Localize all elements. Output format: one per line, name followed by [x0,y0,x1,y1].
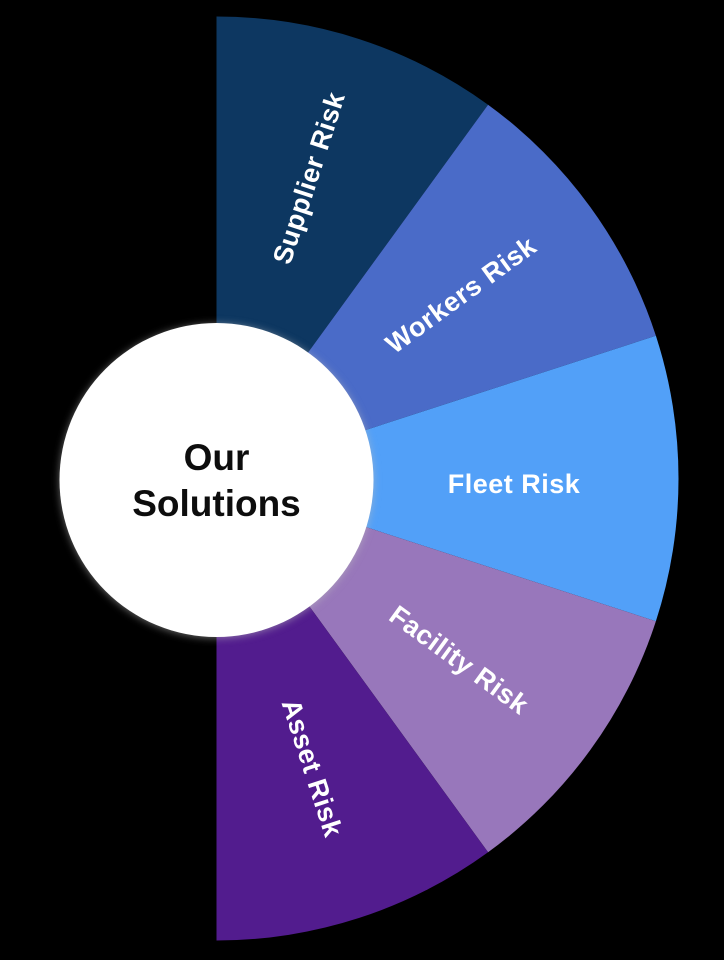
segment-label-fleet-risk: Fleet Risk [448,469,581,499]
center-title-line1: Our [184,437,250,478]
segment-fleet-risk [216,335,679,622]
center-circle [59,323,374,637]
center-title-line2: Solutions [132,483,301,524]
